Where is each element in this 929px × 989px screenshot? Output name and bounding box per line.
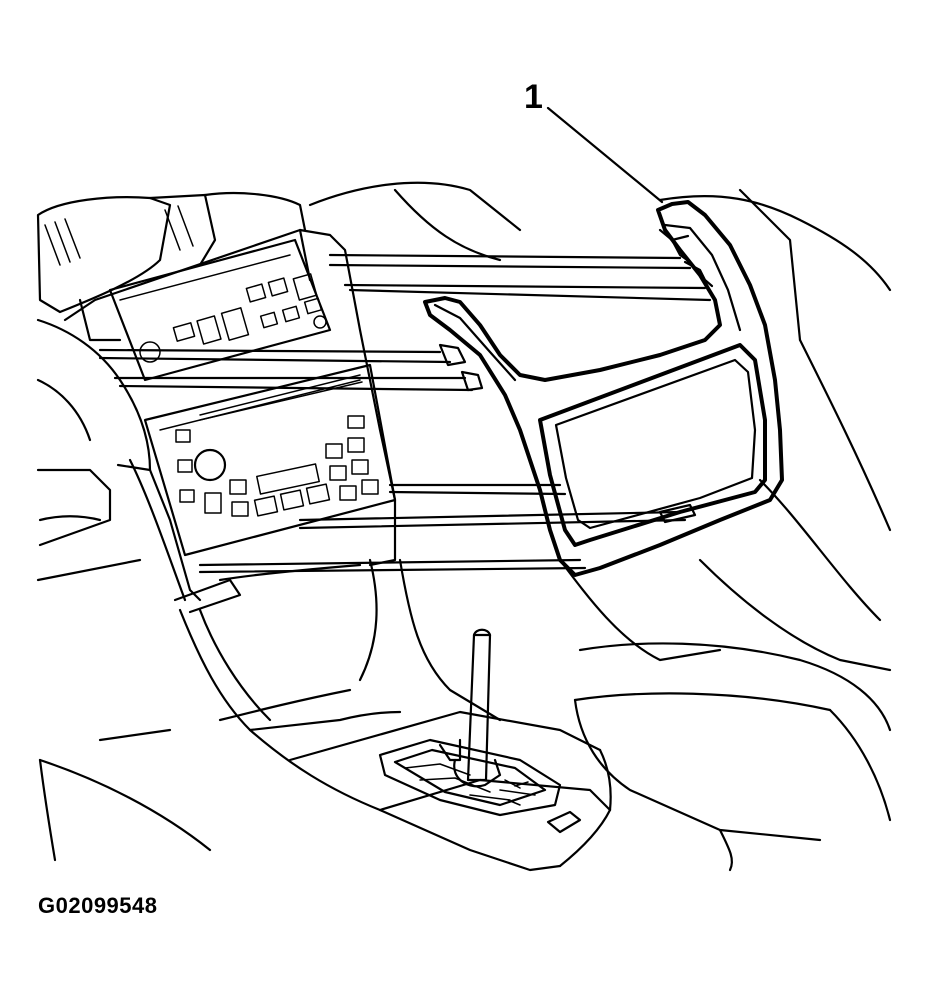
center-stack-housing	[63, 228, 397, 614]
alignment-guide-lines	[98, 253, 712, 574]
radio-controls	[175, 415, 379, 517]
figure-id-label: G02099548	[38, 893, 158, 918]
callout-1: 1	[524, 78, 664, 204]
trim-bezel	[423, 200, 784, 577]
dashboard-background	[36, 181, 892, 872]
callout-leader-line	[546, 106, 664, 204]
climate-control-buttons	[139, 273, 327, 363]
floor-console	[178, 608, 612, 872]
callout-number: 1	[524, 78, 543, 116]
